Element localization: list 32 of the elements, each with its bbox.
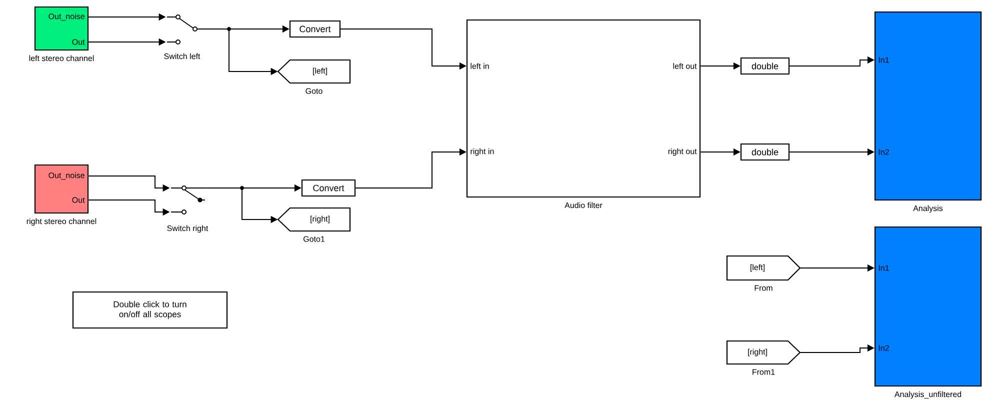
note-box: Double click to turn on/off all scopes xyxy=(72,291,228,329)
block-label: Goto xyxy=(306,88,322,94)
port-label: In1 xyxy=(878,57,889,63)
block-label: From1 xyxy=(752,369,775,375)
from-tag: [left] xyxy=(726,255,801,281)
block-label: From xyxy=(754,285,772,291)
from-tag: [right] xyxy=(726,340,801,365)
conversion-block: double xyxy=(740,143,790,161)
block-label: left stereo channel xyxy=(29,55,94,62)
block-label: Audio filter xyxy=(564,202,602,208)
port-label: Out xyxy=(72,197,85,203)
conversion-block: Convert xyxy=(301,179,356,197)
port-label: In1 xyxy=(878,265,889,271)
port-label: Out xyxy=(72,39,85,45)
port-label: Out_noise xyxy=(48,13,84,21)
block-label: Analysis xyxy=(913,205,943,213)
conversion-block: double xyxy=(740,57,790,75)
port-label: left in xyxy=(470,63,489,69)
port-label: In2 xyxy=(878,345,889,351)
port-label: left out xyxy=(673,63,697,69)
block-label: Switch left xyxy=(164,53,200,60)
block-label: Goto1 xyxy=(304,236,325,242)
block-label: Switch right xyxy=(167,225,208,233)
goto-tag: [right] xyxy=(277,207,351,232)
port-label: In2 xyxy=(878,149,889,155)
block-label: Analysis_unfiltered xyxy=(894,391,962,399)
port-label: right out xyxy=(668,148,697,156)
goto-tag: [left] xyxy=(277,59,351,84)
port-label: Out_noise xyxy=(48,172,84,180)
block-label: right stereo channel xyxy=(26,218,96,226)
port-label: right in xyxy=(470,148,494,156)
conversion-block: Convert xyxy=(289,20,341,38)
